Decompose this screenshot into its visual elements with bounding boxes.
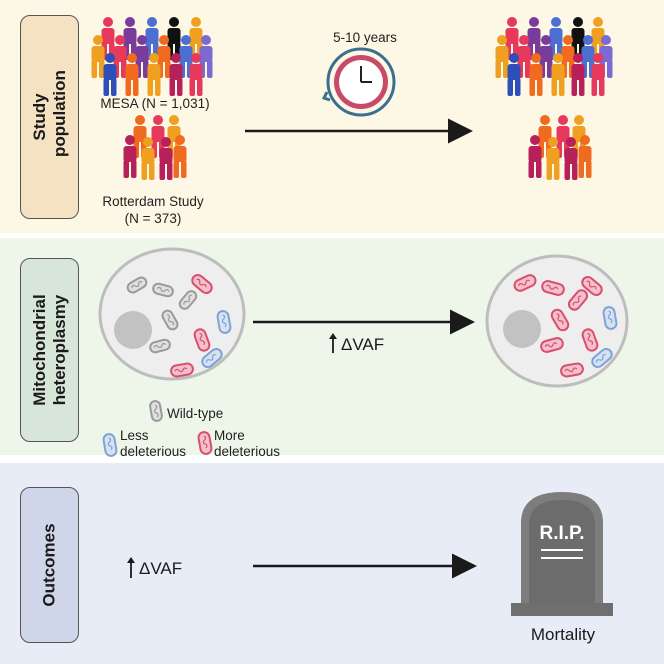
mesa-label: MESA (N = 1,031): [100, 96, 209, 111]
legend-word: Less: [120, 428, 149, 443]
legend-word: deleterious: [214, 444, 280, 459]
outcomes-label: Outcomes: [20, 487, 79, 643]
outcomes-increase-arrow-icon: [127, 557, 135, 578]
legend-word: More: [214, 428, 245, 443]
outcomes-delta-vaf: ΔVAF: [139, 559, 182, 578]
wildtype-legend-icon: [148, 399, 164, 423]
heteroplasmy-delta-vaf: ΔVAF: [341, 335, 384, 354]
baseline-cell-icon: [98, 247, 246, 381]
followup-crowd-icon: [495, 17, 613, 96]
wildtype-legend-label: Wild-type: [167, 406, 223, 421]
rotterdam-crowd-icon: [123, 115, 187, 180]
less-deleterious-legend-icon: [101, 432, 119, 458]
study-population-label: Study population: [20, 15, 79, 219]
clock-icon: [321, 47, 396, 117]
followup-rotterdam-crowd-icon: [528, 115, 592, 180]
rotterdam-label: Rotterdam Study: [102, 194, 204, 209]
followup-cell-icon: [485, 254, 629, 388]
legend-word: deleterious: [120, 444, 186, 459]
mortality-label: Mortality: [531, 625, 596, 644]
rotterdam-n: (N = 373): [125, 211, 182, 226]
mesa-crowd-icon: [91, 17, 213, 96]
more-deleterious-legend-icon: [196, 430, 214, 456]
increase-arrow-icon: [329, 333, 337, 353]
heteroplasmy-label: Mitochondrial heteroplasmy: [20, 258, 79, 442]
followup-label: 5-10 years: [333, 30, 397, 45]
tombstone-text: R.I.P.: [539, 523, 584, 544]
tombstone-icon: [511, 492, 613, 616]
